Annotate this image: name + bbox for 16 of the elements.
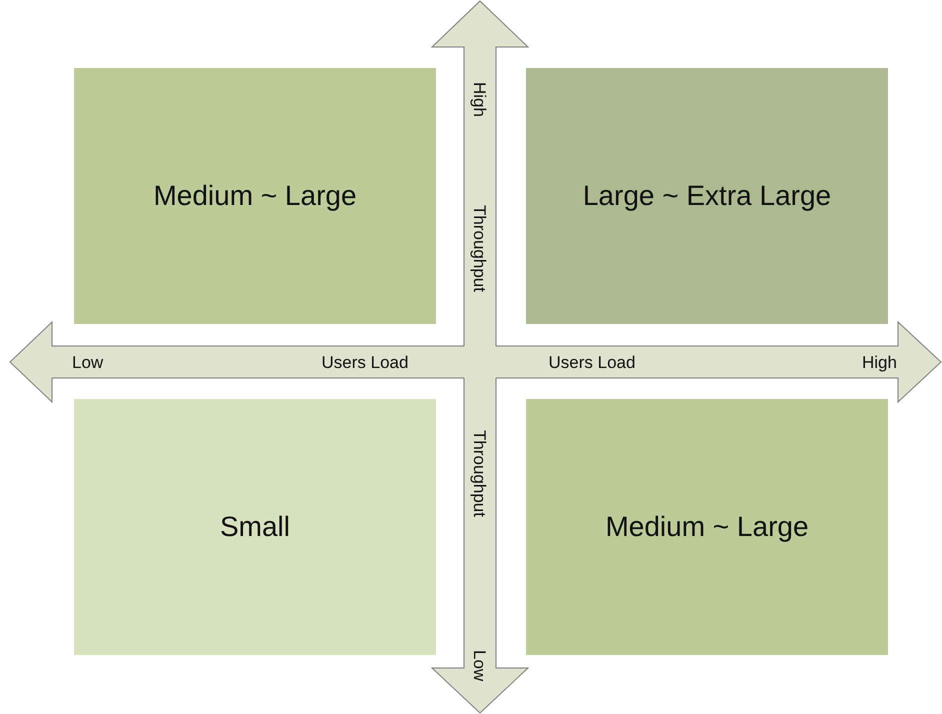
axis-title: Throughput — [471, 205, 488, 292]
axis-title: Users Load — [322, 354, 408, 371]
axis-title: Users Load — [548, 354, 636, 371]
quadrant-label: Large ~ Extra Large — [582, 180, 832, 212]
axis-title: Throughput — [471, 430, 488, 517]
quadrant-label: Small — [220, 511, 290, 543]
axis-label: High — [862, 354, 897, 371]
quadrant-label: Medium ~ Large — [605, 511, 809, 543]
axis-label: High — [471, 82, 488, 117]
axis-label: Low — [72, 354, 104, 371]
quadrant-box — [74, 399, 436, 655]
axis-label: Low — [471, 650, 488, 682]
quadrant-box — [526, 68, 888, 324]
quadrant-label: Medium ~ Large — [153, 180, 357, 212]
quadrant-box — [526, 399, 888, 655]
quadrant-box — [74, 68, 436, 324]
